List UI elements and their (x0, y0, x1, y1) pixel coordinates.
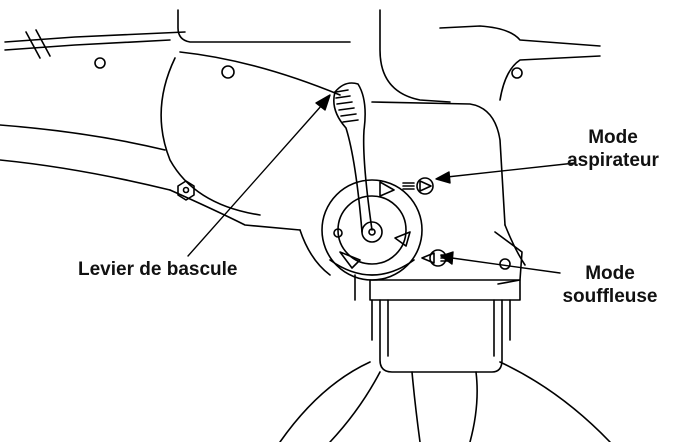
upper-housing (177, 9, 601, 103)
collector-bag (279, 279, 611, 442)
switch-lever-label: Levier de bascule (78, 259, 238, 280)
arrow-icon (435, 171, 451, 184)
leader-lines (187, 94, 576, 274)
handle-shaft (4, 29, 186, 69)
arrow-icon (315, 94, 331, 111)
vacuum-mode-label: Mode aspirateur (567, 127, 659, 171)
left-body (0, 57, 301, 231)
central-housing (299, 101, 526, 301)
switch-lever[interactable] (333, 82, 383, 243)
blower-mode-label: Mode souffleuse (562, 263, 658, 307)
arrow-icon (440, 251, 454, 265)
vacuum-mode-icon (402, 177, 434, 195)
